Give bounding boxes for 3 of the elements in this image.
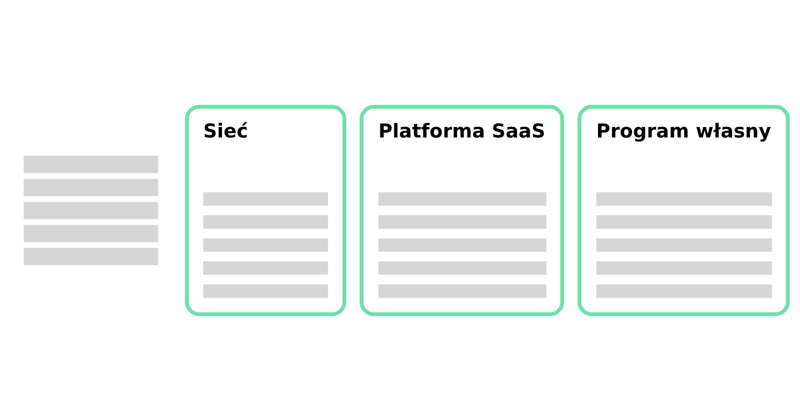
node-box: Sieć [185,104,346,316]
node-box: Program własny [578,104,790,316]
node-box: Platforma SaaS [360,104,564,316]
